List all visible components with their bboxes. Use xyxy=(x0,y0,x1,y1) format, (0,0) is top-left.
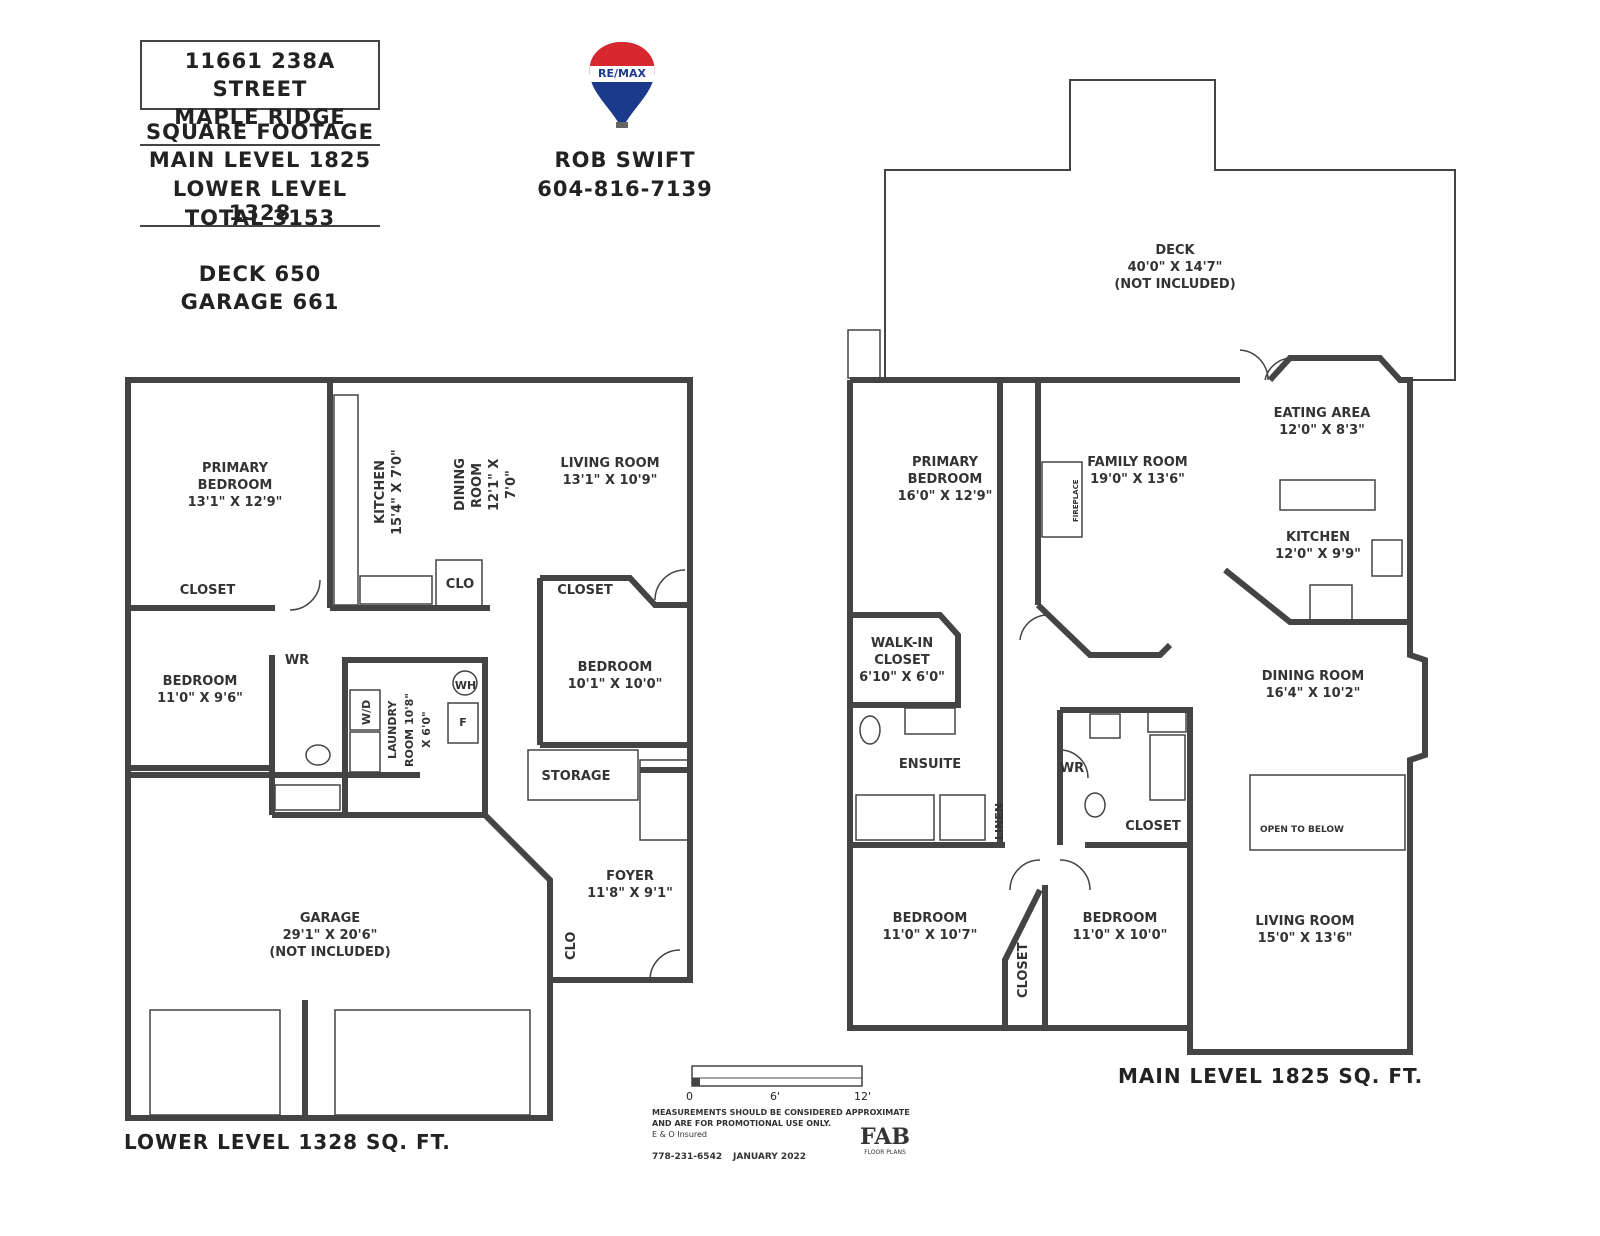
sqft-main-level: MAIN LEVEL 1825 xyxy=(148,148,372,172)
remax-wordmark: RE/MAX xyxy=(598,67,646,80)
remax-logo-icon: RE/MAX xyxy=(584,40,660,130)
main-room-linen: LINEN xyxy=(993,802,1006,840)
fab-logo-sub: FLOOR PLANS xyxy=(864,1149,906,1156)
lower-room-kitchen: KITCHEN 15'4" X 7'0" xyxy=(373,449,405,536)
lower-room-laundry: LAUNDRY ROOM 10'8" X 6'0" xyxy=(386,692,433,768)
main-room-fireplace: FIREPLACE xyxy=(1072,479,1080,522)
sqft-garage: GARAGE 661 xyxy=(180,290,340,314)
address-line1: 11661 238A STREET xyxy=(184,49,336,101)
main-level-label: MAIN LEVEL 1825 SQ. FT. xyxy=(1118,1064,1424,1088)
lower-room-furnace: F xyxy=(459,716,467,729)
sqft-title: SQUARE FOOTAGE xyxy=(140,120,380,146)
footer-date: JANUARY 2022 xyxy=(733,1152,806,1162)
main-room-closet-1: CLOSET xyxy=(1125,819,1181,834)
main-room-wr: WR xyxy=(1059,761,1085,776)
main-level-walls xyxy=(847,79,1456,1055)
scale-tick-12: 12' xyxy=(854,1090,872,1103)
lower-level-walls xyxy=(125,377,693,1121)
fab-logo-mark: FAB xyxy=(860,1124,910,1150)
lower-room-wd: W/D xyxy=(360,699,373,725)
scale-tick-6: 6' xyxy=(770,1090,781,1103)
disclaimer-line2: AND ARE FOR PROMOTIONAL USE ONLY. xyxy=(652,1119,832,1128)
footer-phone: 778-231-6542 xyxy=(652,1152,723,1162)
lower-room-closet-1: CLOSET xyxy=(179,583,236,598)
lower-level-label: LOWER LEVEL 1328 SQ. FT. xyxy=(124,1130,451,1154)
address-line2: MAPLE RIDGE xyxy=(174,105,346,129)
main-room-open-to-below: OPEN TO BELOW xyxy=(1260,825,1344,835)
sqft-deck: DECK 650 xyxy=(198,262,322,286)
scale-tick-0: 0 xyxy=(686,1090,693,1103)
lower-room-storage: STORAGE xyxy=(541,769,611,784)
sqft-lower-level: LOWER LEVEL 1328 xyxy=(140,177,380,227)
disclaimer: MEASUREMENTS SHOULD BE CONSIDERED APPROX… xyxy=(652,1107,922,1140)
agent-phone: 604-816-7139 xyxy=(537,177,713,201)
lower-room-closet-2: CLOSET xyxy=(557,583,613,598)
sqft-total: TOTAL 3153 xyxy=(184,206,336,230)
agent-name: ROB SWIFT xyxy=(554,148,696,172)
address-box: 11661 238A STREET MAPLE RIDGE xyxy=(140,40,380,129)
lower-room-dining: DINING ROOM 12'1" X 7'0" xyxy=(453,458,519,512)
lower-room-clo-2: CLO xyxy=(564,931,579,960)
main-room-closet-2: CLOSET xyxy=(1016,942,1031,998)
lower-room-wr: WR xyxy=(284,653,310,668)
main-room-ensuite: ENSUITE xyxy=(898,757,962,772)
lower-room-clo-1: CLO xyxy=(445,577,475,592)
insured-note: E & O Insured xyxy=(652,1130,707,1139)
scale-bar xyxy=(691,1065,863,1087)
disclaimer-line1: MEASUREMENTS SHOULD BE CONSIDERED APPROX… xyxy=(652,1108,910,1117)
fab-logo: FAB FLOOR PLANS xyxy=(855,1125,915,1156)
lower-room-wh: WH xyxy=(454,679,477,692)
